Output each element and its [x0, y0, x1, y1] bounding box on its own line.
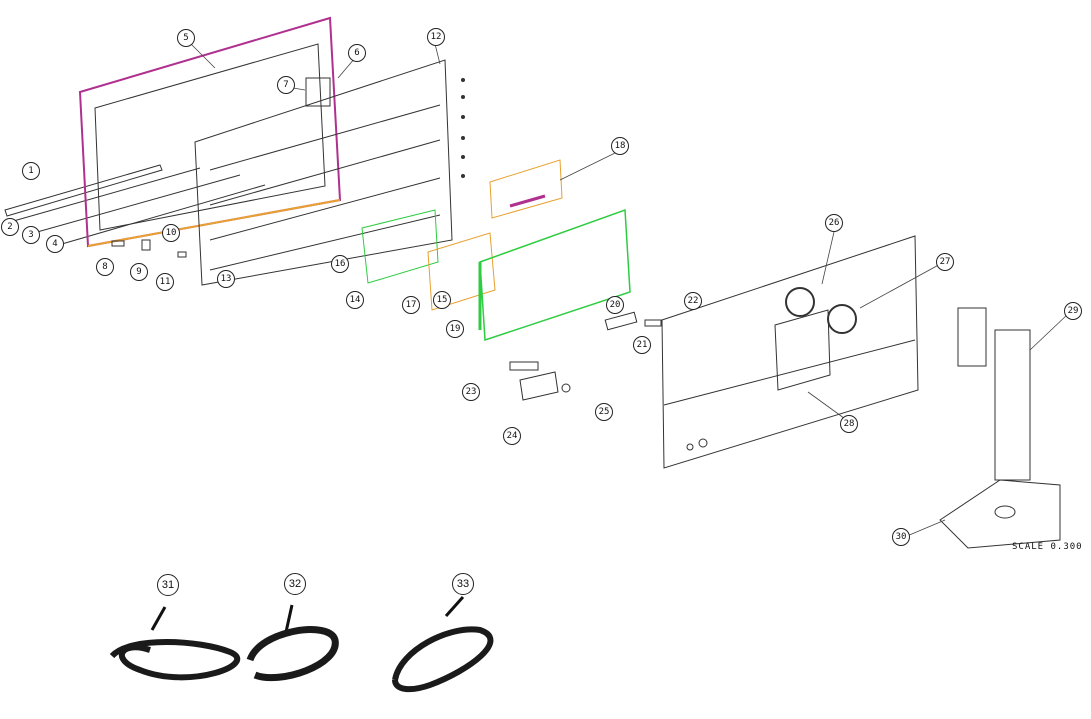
part-screws-column	[461, 78, 465, 178]
callout-23: 23	[462, 383, 480, 401]
callout-11: 11	[156, 273, 174, 291]
callout-26: 26	[825, 214, 843, 232]
callout-9: 9	[130, 263, 148, 281]
part-11	[177, 251, 187, 258]
callout-32: 32	[284, 573, 306, 595]
callout-27: 27	[936, 253, 954, 271]
part-io-board	[489, 159, 563, 219]
callout-30: 30	[892, 528, 910, 546]
callout-21: 21	[633, 336, 651, 354]
part-control-board	[305, 77, 331, 107]
callout-25: 25	[595, 403, 613, 421]
callout-24: 24	[503, 427, 521, 445]
scale-label: SCALE 0.300	[1012, 542, 1083, 552]
power-cable-icon	[109, 606, 241, 681]
part-main-board	[479, 208, 631, 342]
callout-31: 31	[157, 574, 179, 596]
callout-16: 16	[331, 255, 349, 273]
part-21	[644, 319, 662, 327]
part-24	[519, 371, 559, 401]
callout-14: 14	[346, 291, 364, 309]
callout-33: 33	[452, 573, 474, 595]
usb-cable-icon	[392, 595, 494, 693]
callout-15: 15	[433, 291, 451, 309]
callout-22: 22	[684, 292, 702, 310]
part-middle-frame	[194, 59, 453, 286]
callout-5: 5	[177, 29, 195, 47]
part-back-cover	[661, 235, 919, 469]
callout-1: 1	[22, 162, 40, 180]
callout-2: 2	[1, 218, 19, 236]
callout-10: 10	[162, 224, 180, 242]
dell-logo-icon	[785, 287, 857, 334]
callout-6: 6	[348, 44, 366, 62]
callout-17: 17	[402, 296, 420, 314]
callout-8: 8	[96, 258, 114, 276]
part-23	[509, 361, 539, 371]
callout-20: 20	[606, 296, 624, 314]
callout-13: 13	[217, 270, 235, 288]
callout-19: 19	[446, 320, 464, 338]
callout-4: 4	[46, 235, 64, 253]
part-20	[604, 311, 638, 331]
part-board-15	[427, 232, 496, 311]
callout-7: 7	[277, 76, 295, 94]
displayport-cable-icon	[246, 604, 339, 682]
part-front-bezel	[78, 16, 342, 248]
part-stand	[939, 307, 1061, 549]
callout-29: 29	[1064, 302, 1082, 320]
callout-3: 3	[22, 226, 40, 244]
part-board-16	[361, 209, 439, 284]
part-25	[561, 383, 571, 393]
callout-18: 18	[611, 137, 629, 155]
callout-12: 12	[427, 28, 445, 46]
callout-28: 28	[840, 415, 858, 433]
part-8	[111, 240, 125, 247]
leader-lines	[189, 42, 1069, 537]
part-9	[141, 239, 151, 251]
part-rails	[4, 164, 266, 247]
